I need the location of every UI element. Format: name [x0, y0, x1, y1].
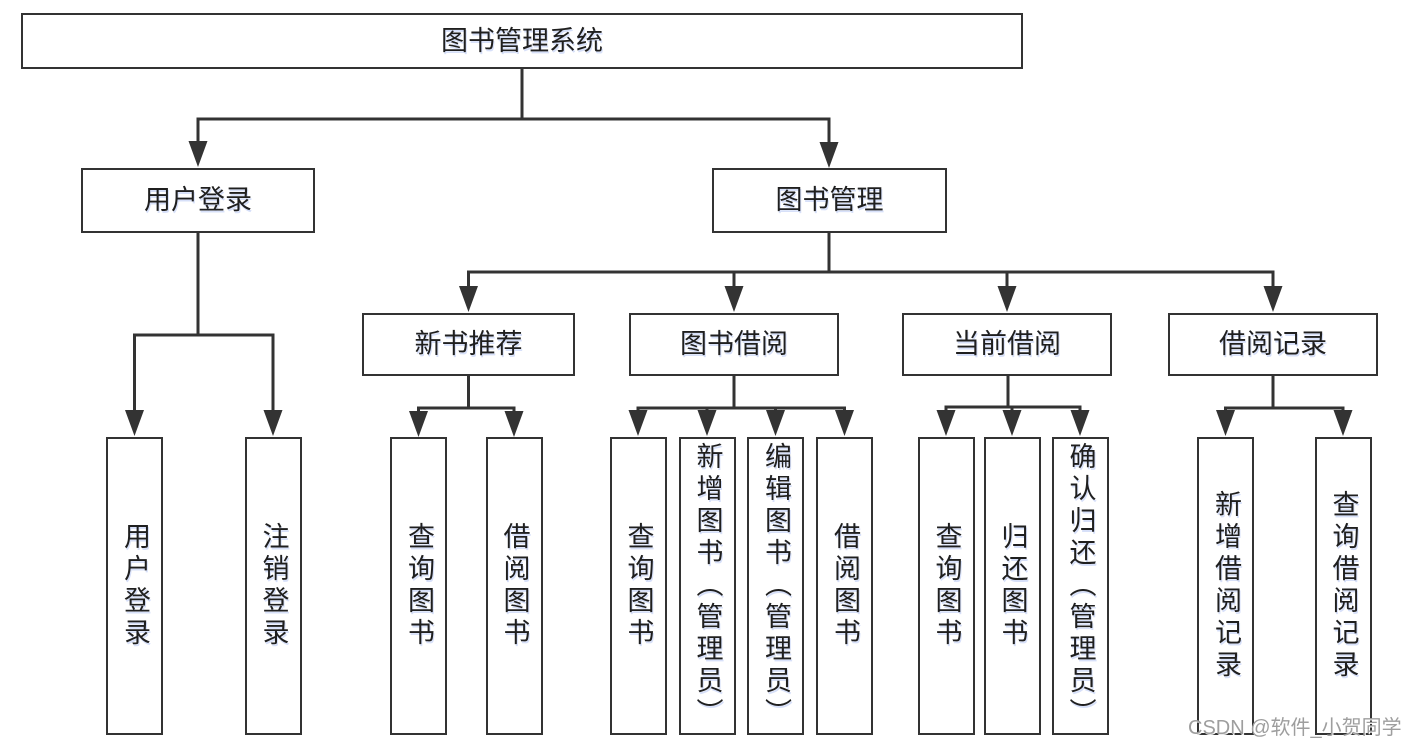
node-leaf-query-books-2-label: 查询图书: [623, 522, 654, 650]
node-leaf-edit-book-admin: 编辑图书（管理员）: [747, 437, 804, 735]
csdn-watermark: CSDN @软件_小贺同学: [1188, 717, 1402, 739]
node-leaf-query-books-3: 查询图书: [917, 437, 975, 735]
node-leaf-add-book-admin-label: 新增图书（管理员）: [692, 442, 723, 730]
node-leaf-logout-label: 注销登录: [258, 522, 289, 650]
node-borrowing-records-label: 借阅记录: [1219, 329, 1327, 359]
node-leaf-query-books-3-label: 查询图书: [931, 522, 962, 650]
node-leaf-query-books-1: 查询图书: [390, 437, 447, 735]
node-leaf-confirm-return-admin: 确认归还（管理员）: [1051, 437, 1109, 735]
node-borrowing-records: 借阅记录: [1168, 313, 1378, 376]
node-leaf-add-borrow-record: 新增借阅记录: [1197, 437, 1254, 735]
node-leaf-return-book-label: 归还图书: [997, 522, 1028, 650]
node-leaf-borrow-books-1-label: 借阅图书: [499, 522, 530, 650]
node-leaf-borrow-books-1: 借阅图书: [485, 437, 543, 735]
node-leaf-add-borrow-record-label: 新增借阅记录: [1211, 490, 1241, 682]
node-leaf-add-book-admin: 新增图书（管理员）: [678, 437, 736, 735]
node-leaf-borrow-books-2-label: 借阅图书: [830, 522, 860, 650]
node-book-borrowing: 图书借阅: [629, 313, 839, 376]
node-leaf-query-books-2: 查询图书: [609, 437, 667, 735]
node-leaf-logout: 注销登录: [244, 437, 302, 735]
node-book-borrowing-label: 图书借阅: [680, 329, 788, 359]
node-leaf-edit-book-admin-label: 编辑图书（管理员）: [761, 442, 791, 730]
node-root: 图书管理系统: [21, 13, 1023, 69]
node-current-borrowing-label: 当前借阅: [953, 329, 1061, 359]
node-leaf-query-borrow-record-label: 查询借阅记录: [1328, 490, 1359, 682]
node-book-management: 图书管理: [712, 168, 947, 233]
node-current-borrowing: 当前借阅: [902, 313, 1112, 376]
node-leaf-borrow-books-2: 借阅图书: [816, 437, 873, 735]
node-leaf-return-book: 归还图书: [983, 437, 1041, 735]
node-new-book-recommendation: 新书推荐: [362, 313, 575, 376]
node-leaf-user-login: 用户登录: [106, 437, 163, 735]
node-leaf-query-books-1-label: 查询图书: [404, 522, 434, 650]
node-new-book-recommendation-label: 新书推荐: [414, 329, 523, 359]
node-user-login: 用户登录: [81, 168, 315, 233]
node-user-login-label: 用户登录: [144, 185, 252, 215]
node-root-label: 图书管理系统: [441, 25, 603, 56]
node-leaf-query-borrow-record: 查询借阅记录: [1314, 437, 1372, 735]
node-leaf-user-login-label: 用户登录: [120, 522, 150, 650]
arrowhead-markers: [125, 141, 1353, 437]
node-book-management-label: 图书管理: [775, 185, 884, 215]
node-leaf-confirm-return-admin-label: 确认归还（管理员）: [1065, 442, 1096, 730]
